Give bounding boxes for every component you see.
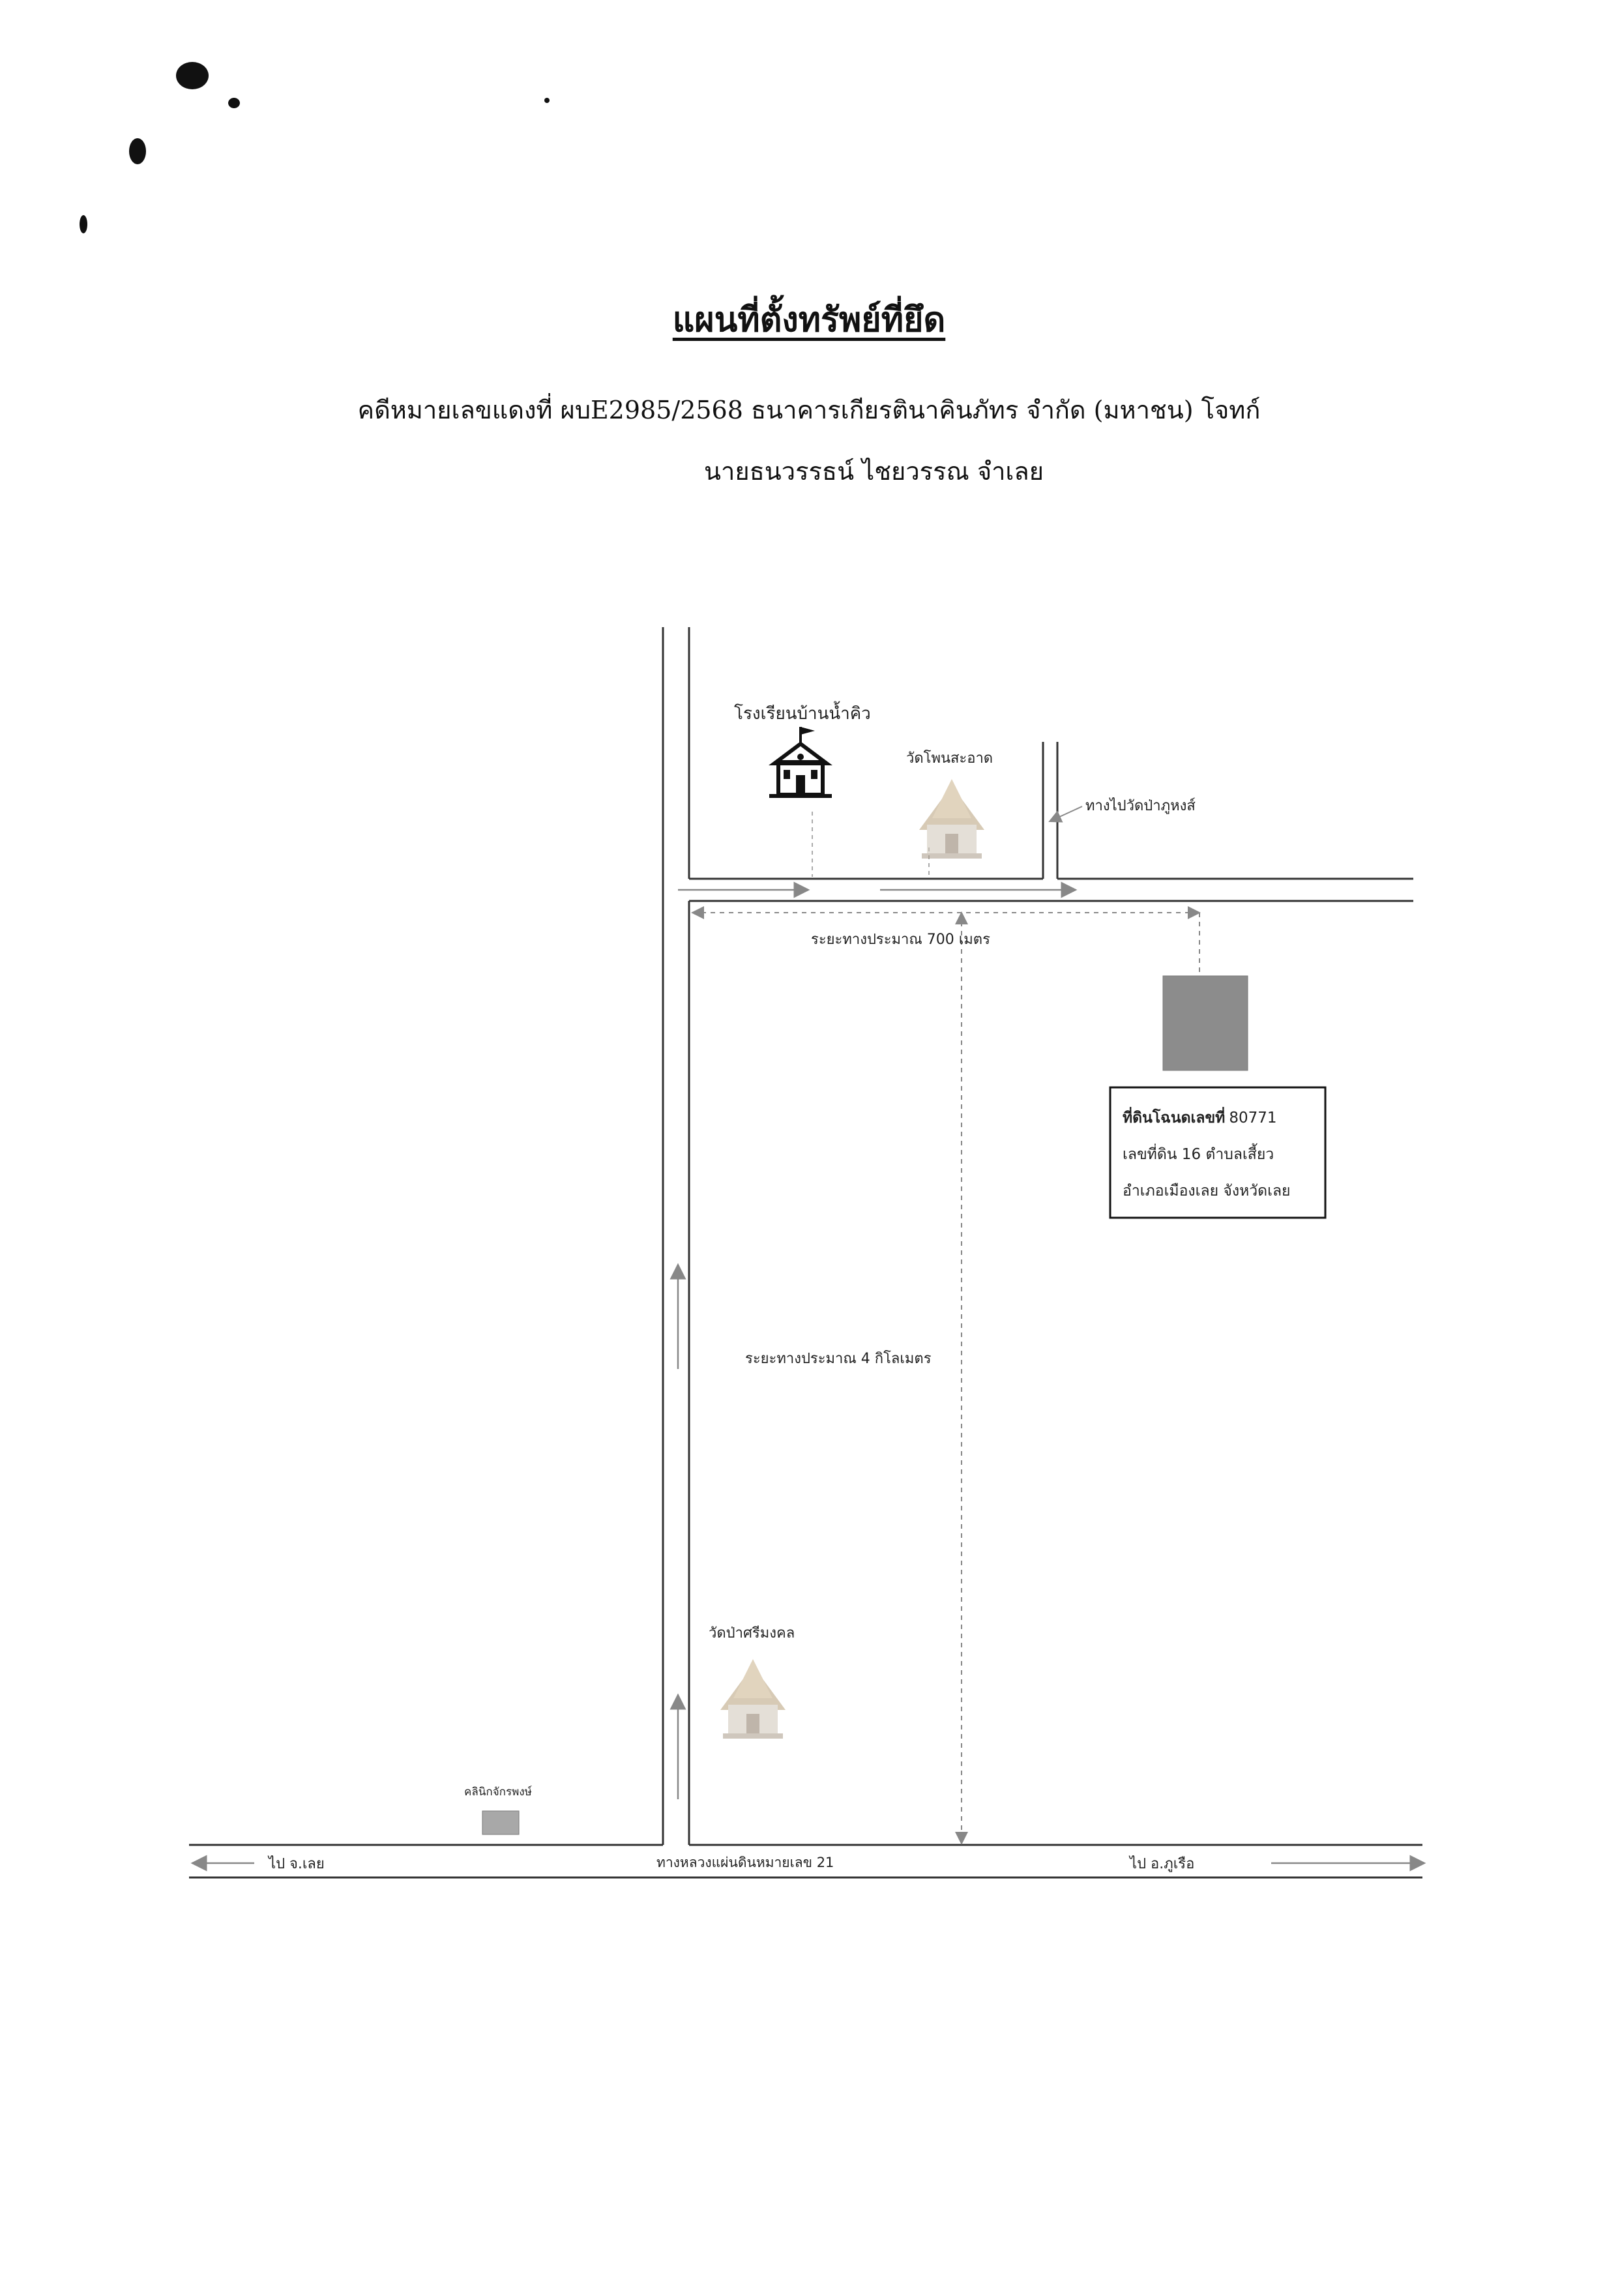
land-info-box [1109,1086,1327,1219]
clinic-label: คลินิกจักรพงษ์ [464,1786,532,1799]
to-temple-pointer [1048,806,1083,823]
temple-pa-label: วัดป่าศรีมงคล [709,1625,795,1641]
land-deed-label: ที่ดินโฉนดเลขที่ [1123,1106,1225,1126]
case-line: คดีหมายเลขแดงที่ ผบE2985/2568 ธนาคารเกีย… [357,396,1261,424]
clinic-marker [482,1810,520,1835]
land-deed-number: 80771 [1229,1110,1276,1126]
distance-4km-label: ระยะทางประมาณ 4 กิโลเมตร [745,1350,932,1367]
scan-stain [176,62,209,89]
scan-stain [544,98,550,103]
land-district: อำเภอเมืองเลย จังหวัดเลย [1123,1183,1291,1200]
land-parcel [1162,975,1248,1071]
land-deed-line: ที่ดินโฉนดเลขที่80771 [1123,1106,1277,1126]
to-loei-label: ไป จ.เลย [267,1855,325,1872]
defendant-line: นายธนวรรธน์ ไชยวรรณ จำเลย [704,457,1044,486]
school-icon [769,727,832,798]
temple-icon [720,1659,786,1739]
to-temple-label: ทางไปวัดป่าภูหงส์ [1085,797,1196,814]
distance-700-label: ระยะทางประมาณ 700 เมตร [811,932,990,948]
highway-label: ทางหลวงแผ่นดินหมายเลข 21 [656,1855,834,1870]
temple-icon [919,779,984,859]
scan-stain [228,98,240,108]
scan-stain [80,215,87,233]
land-parcel-number: เลขที่ดิน 16 ตำบลเสี้ยว [1123,1143,1274,1163]
scan-stain [129,138,146,164]
to-phurua-label: ไป อ.ภูเรือ [1128,1855,1194,1872]
page-title: แผนที่ตั้งทรัพย์ที่ยึด [672,300,946,340]
temple-pho-label: วัดโพนสะอาด [906,750,993,767]
school-label: โรงเรียนบ้านน้ำคิว [734,701,871,724]
